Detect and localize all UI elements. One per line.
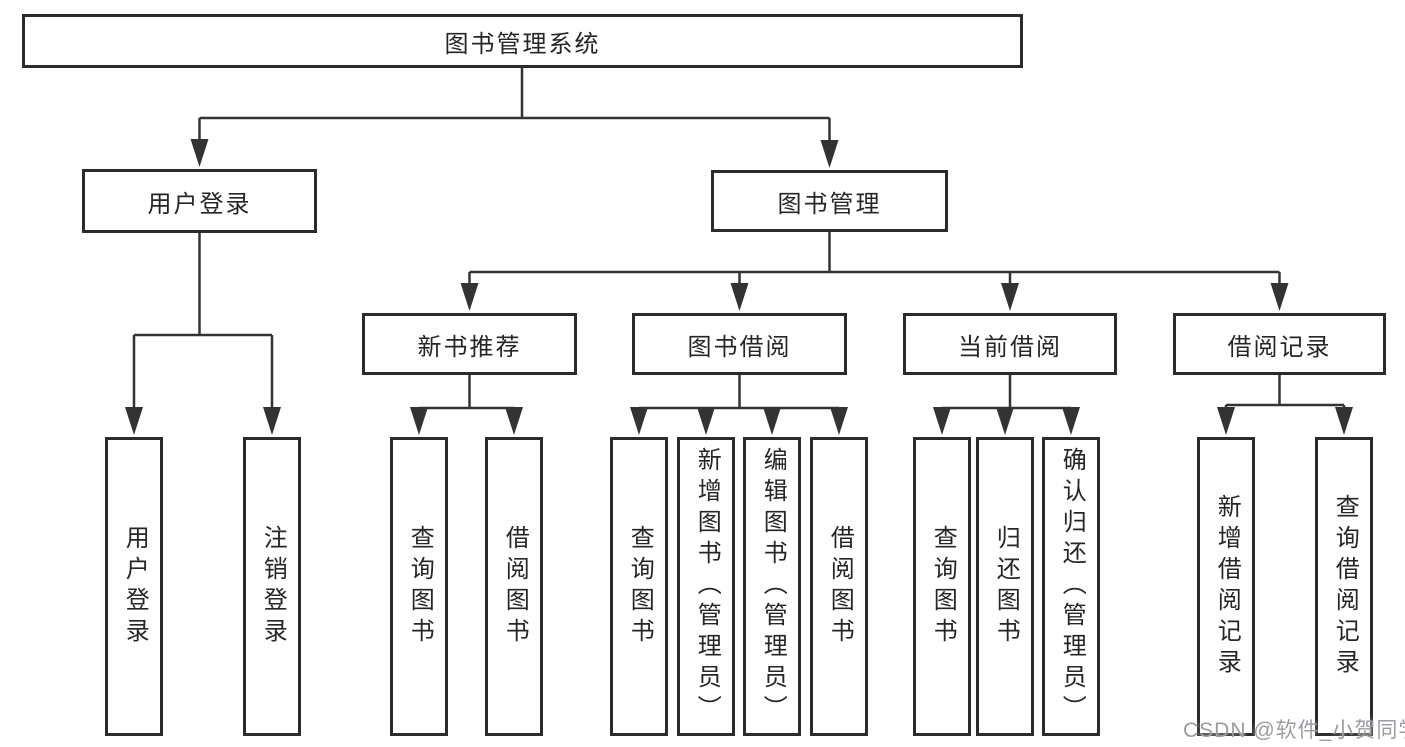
leaf-return-books: 归还图书 (976, 437, 1034, 736)
leaf-label: 查询图书 (406, 524, 434, 649)
leaf-edit-books-admin: 编辑图书（管理员） (743, 437, 801, 736)
leaf-borrow-books: 借阅图书 (810, 437, 868, 736)
leaf-label: 归还图书 (992, 524, 1020, 649)
leaf-confirm-return-admin: 确认归还（管理员） (1042, 437, 1100, 736)
leaf-label: 查询图书 (929, 524, 957, 649)
leaf-label: 新增图书（管理员） (693, 447, 721, 726)
leaf-label: 用户登录 (121, 524, 149, 649)
leaf-query-books-recommend: 查询图书 (390, 437, 448, 736)
leaf-user-login: 用户登录 (105, 437, 163, 736)
leaf-label: 借阅图书 (501, 524, 529, 649)
leaf-label: 查询借阅记录 (1331, 493, 1359, 680)
leaf-label: 借阅图书 (826, 524, 854, 649)
node-library-management-system: 图书管理系统 (22, 14, 1023, 68)
leaf-add-borrow-record: 新增借阅记录 (1197, 437, 1255, 736)
leaf-add-books-admin: 新增图书（管理员） (677, 437, 735, 736)
node-new-book-recommendation: 新书推荐 (362, 313, 577, 375)
leaf-query-books-current: 查询图书 (913, 437, 971, 736)
leaf-query-books-borrowing: 查询图书 (610, 437, 668, 736)
leaf-logout: 注销登录 (243, 437, 301, 736)
node-book-management: 图书管理 (711, 170, 948, 232)
node-user-login: 用户登录 (82, 169, 317, 233)
watermark: CSDN @软件_小贺同学 (1183, 719, 1405, 742)
node-borrowing-records: 借阅记录 (1173, 313, 1386, 375)
arrowheads (125, 139, 1353, 435)
leaf-query-borrow-record: 查询借阅记录 (1315, 437, 1373, 736)
leaf-label: 注销登录 (259, 524, 287, 649)
leaf-borrow-books-recommend: 借阅图书 (485, 437, 543, 736)
node-current-borrowing: 当前借阅 (903, 313, 1117, 375)
node-book-borrowing: 图书借阅 (632, 313, 847, 375)
leaf-label: 新增借阅记录 (1213, 493, 1241, 680)
leaf-label: 确认归还（管理员） (1058, 447, 1086, 726)
leaf-label: 编辑图书（管理员） (759, 447, 787, 726)
leaf-label: 查询图书 (626, 524, 654, 649)
